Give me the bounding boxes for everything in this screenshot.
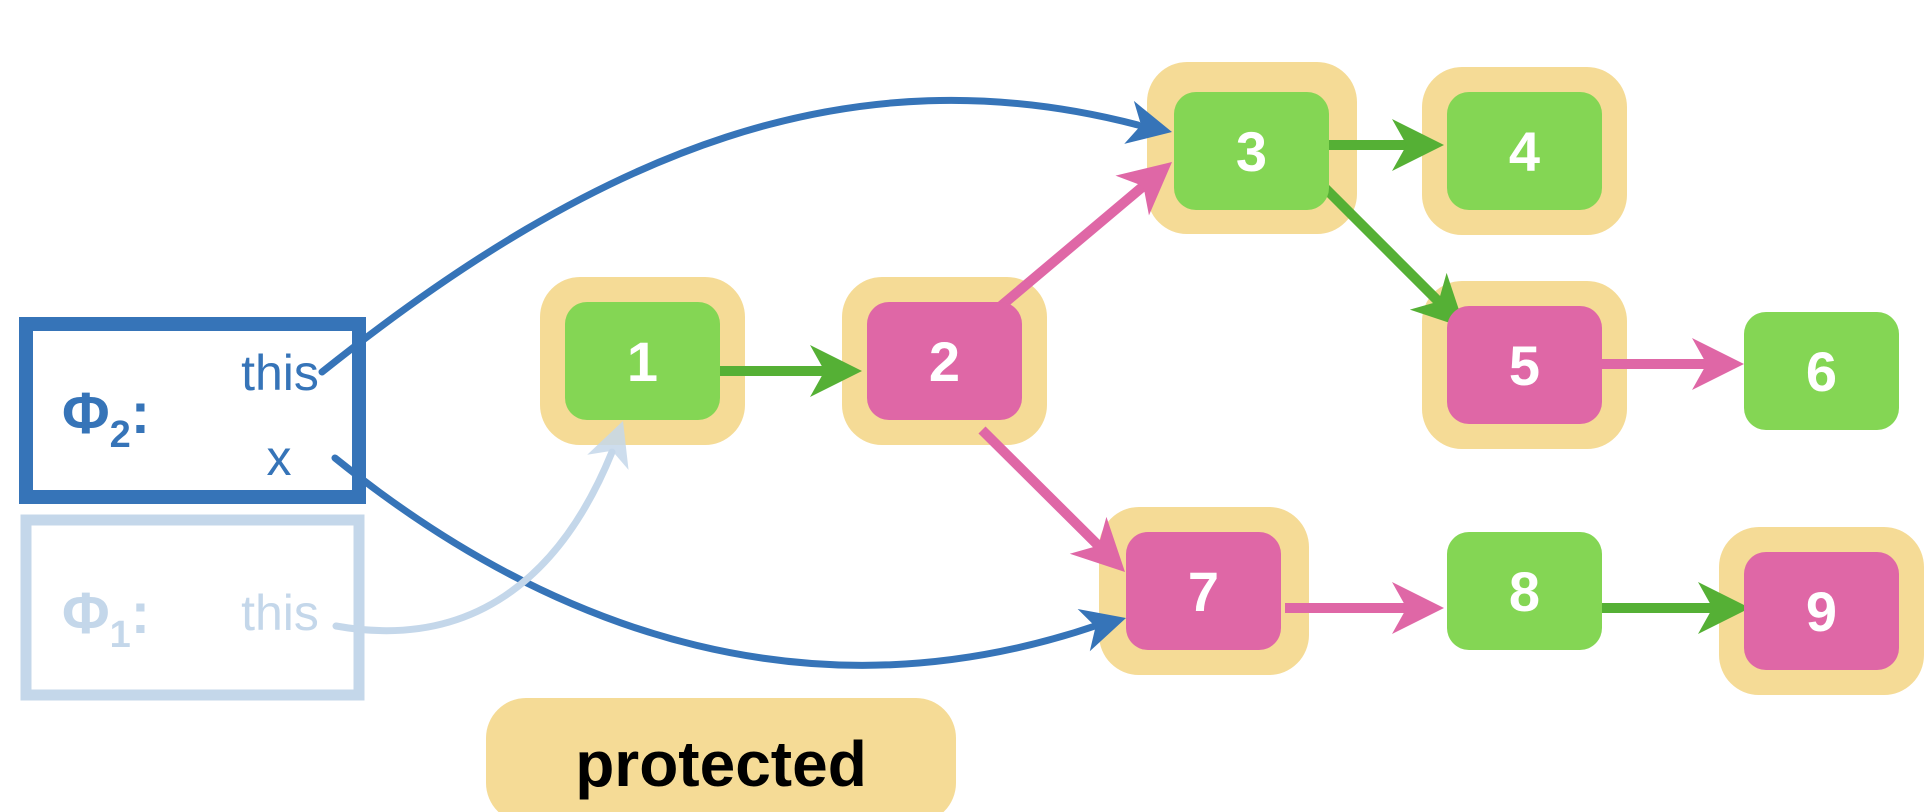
node-box-5 (1447, 306, 1602, 424)
heap-node-6: 6 (1744, 312, 1899, 430)
node-label-4: 4 (1509, 120, 1540, 183)
arrowhead-1-to-2 (810, 345, 862, 397)
frame-title-phi1: Φ1: (62, 581, 150, 656)
legend-protected-label: protected (575, 728, 867, 800)
heap-node-7: 7 (1126, 532, 1281, 650)
node-box-8 (1447, 532, 1602, 650)
node-label-1: 1 (627, 330, 658, 393)
node-label-9: 9 (1806, 580, 1837, 643)
heap-node-1: 1 (565, 302, 720, 420)
ref-phi2-x-to-7 (331, 454, 1102, 669)
node-label-2: 2 (929, 330, 960, 393)
ref-arrowhead-phi2-this-to-3 (1124, 100, 1172, 144)
arrowhead-2-to-3 (1115, 162, 1172, 216)
node-box-7 (1126, 532, 1281, 650)
node-label-7: 7 (1188, 560, 1219, 623)
node-box-6 (1744, 312, 1899, 430)
node-label-3: 3 (1236, 120, 1267, 183)
node-box-3 (1174, 92, 1329, 210)
heap-node-5: 5 (1447, 306, 1602, 424)
frame-var-phi2-x: x (267, 430, 292, 486)
node-box-4 (1447, 92, 1602, 210)
heap-node-8: 8 (1447, 532, 1602, 650)
ref-arrowhead-phi1-this-to-1 (587, 421, 629, 470)
heap-node-3: 3 (1174, 92, 1329, 210)
node-label-8: 8 (1509, 560, 1540, 623)
frame-var-phi1-this: this (241, 585, 319, 641)
ref-arrowhead-phi2-x-to-7 (1077, 609, 1126, 652)
node-box-1 (565, 302, 720, 420)
arrowhead-3-to-4 (1392, 119, 1444, 171)
heap-node-2: 2 (867, 302, 1022, 420)
edge-3-to-5 (1321, 184, 1447, 310)
edge-2-to-3 (991, 178, 1152, 315)
legend-protected-swatch (486, 698, 956, 812)
node-box-9 (1744, 552, 1899, 670)
arrowhead-2-to-7 (1069, 516, 1125, 572)
node-label-5: 5 (1509, 334, 1540, 397)
frame-var-phi2-this: this (241, 345, 319, 401)
heap-node-9: 9 (1744, 552, 1899, 670)
frame-box-phi2 (19, 317, 366, 504)
frame-box-phi1 (20, 514, 365, 701)
heap-node-4: 4 (1447, 92, 1602, 210)
node-box-2 (867, 302, 1022, 420)
arrowhead-5-to-6 (1692, 338, 1744, 390)
ref-phi2-this-to-3 (318, 96, 1142, 376)
stack-frame-phi1: Φ1: this (20, 514, 365, 701)
stack-frame-phi2: Φ2: this x (19, 317, 366, 504)
node-label-6: 6 (1806, 340, 1837, 403)
arrowhead-8-to-9 (1698, 582, 1750, 634)
arrowhead-7-to-8 (1392, 582, 1444, 634)
arrowhead-3-to-5 (1409, 272, 1465, 328)
edge-2-to-7 (978, 426, 1107, 554)
frame-title-phi2: Φ2: (62, 381, 150, 456)
ref-phi1-this-to-1 (332, 448, 616, 635)
